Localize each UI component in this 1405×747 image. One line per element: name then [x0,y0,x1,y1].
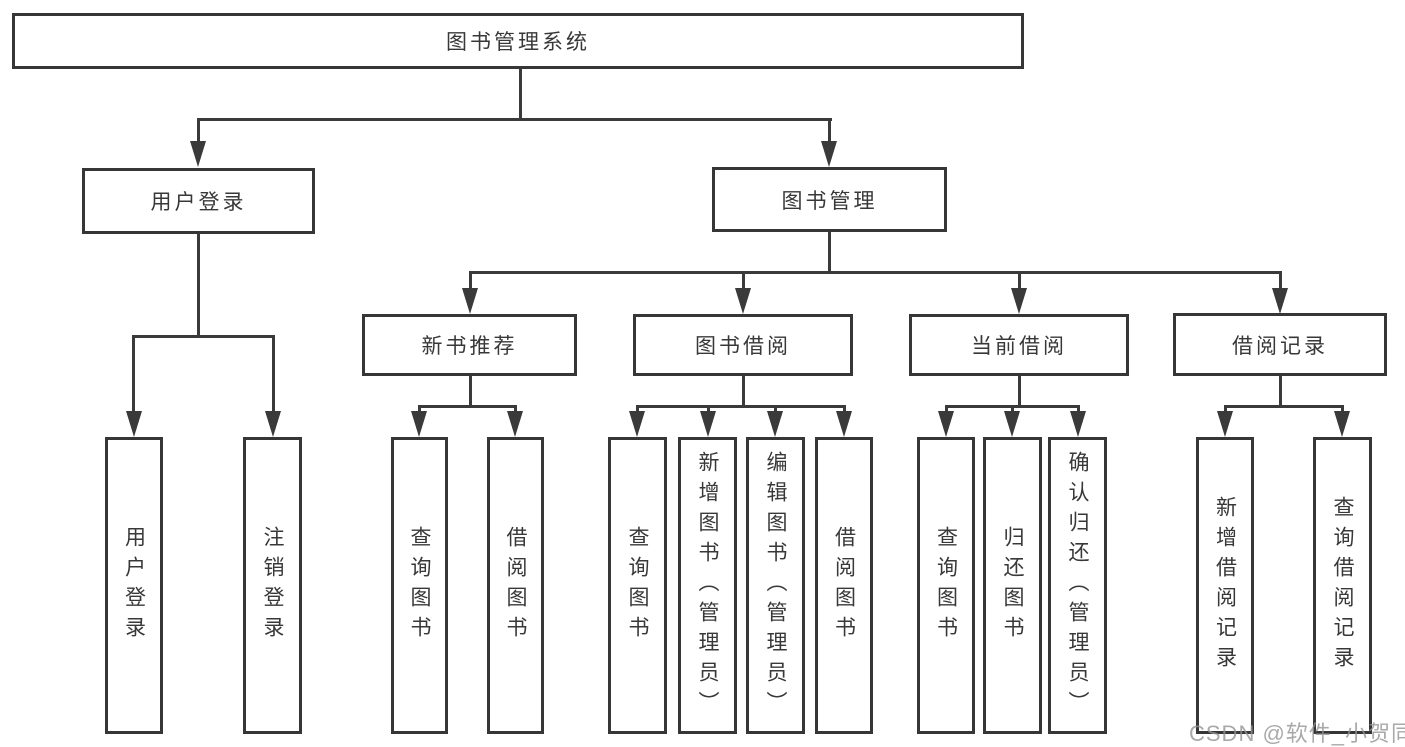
node-leaf-query-books-current-label: 查询图书 [934,525,958,646]
connector-book-mgmt-trunk [828,232,831,273]
connector-trunk [742,376,745,406]
arrowhead-down-icon [411,411,427,437]
node-current-borrow-label: 当前借阅 [971,335,1067,358]
connector-stem [1341,405,1344,414]
arrowhead-down-icon [1004,411,1020,437]
arrowhead-down-icon [1334,411,1350,437]
connector-user-login-trunk [197,234,200,336]
arrowhead-down-icon [1070,411,1086,437]
node-user-login-label: 用户登录 [150,191,247,214]
connector-root-trunk [519,69,522,119]
connector-user-login-bar [133,335,274,338]
node-borrow-record-label: 借阅记录 [1232,334,1328,358]
node-leaf-query-books-current: 查询图书 [917,437,975,734]
connector-book-mgmt-bar [469,271,1282,274]
arrowhead-down-icon [265,411,281,437]
connector-stem [418,405,421,414]
node-leaf-confirm-return-admin: 确认归还（管理员） [1048,437,1107,734]
node-root-system-label: 图书管理系统 [446,31,590,54]
connector-bar [1224,405,1344,408]
node-book-management-label: 图书管理 [781,189,878,213]
node-leaf-query-books-borrow-label: 查询图书 [626,525,650,646]
arrowhead-down-icon [1217,411,1233,437]
node-current-borrow: 当前借阅 [909,314,1129,376]
node-leaf-query-books-recommend: 查询图书 [391,437,448,734]
connector-stem [1018,271,1021,291]
node-leaf-logout: 注销登录 [243,437,302,734]
node-borrow-record: 借阅记录 [1173,313,1387,376]
node-leaf-query-books-recommend-label: 查询图书 [408,525,432,646]
arrowhead-down-icon [735,288,751,314]
node-book-borrow-label: 图书借阅 [695,335,791,358]
arrowhead-down-icon [700,411,716,437]
connector-trunk [469,376,472,406]
connector-stem [1077,405,1080,414]
arrowhead-down-icon [938,411,954,437]
arrowhead-down-icon [629,411,645,437]
arrowhead-down-icon [1011,288,1027,314]
node-leaf-return-books-label: 归还图书 [1001,525,1025,646]
arrowhead-down-icon [190,141,206,167]
node-leaf-add-borrow-record: 新增借阅记录 [1196,437,1254,734]
connector-stem [1279,271,1282,291]
node-leaf-borrow-books-recommend: 借阅图书 [487,437,544,734]
node-root-system: 图书管理系统 [12,13,1024,69]
arrowhead-down-icon [767,411,783,437]
csdn-watermark: CSDN @软件_小贺同学 [1189,721,1405,746]
node-new-book-recommend: 新书推荐 [362,314,577,376]
connector-stem [132,335,135,415]
node-book-management: 图书管理 [712,167,947,232]
node-leaf-user-login: 用户登录 [105,437,163,734]
arrowhead-down-icon [1272,288,1288,314]
node-leaf-borrow-books: 借阅图书 [815,437,873,734]
connector-stem [707,405,710,414]
node-leaf-query-books-borrow: 查询图书 [608,437,667,734]
arrowhead-down-icon [836,411,852,437]
connector-root-bar [197,118,832,121]
node-leaf-confirm-return-admin-label: 确认归还（管理员） [1066,450,1090,721]
connector-stem [469,271,472,291]
arrowhead-down-icon [126,411,142,437]
node-leaf-query-borrow-record-label: 查询借阅记录 [1331,495,1355,676]
connector-stem [843,405,846,414]
node-leaf-add-books-admin: 新增图书（管理员） [678,437,737,734]
node-leaf-logout-label: 注销登录 [261,525,285,646]
connector-stem [774,405,777,414]
node-leaf-borrow-books-label: 借阅图书 [832,525,856,646]
connector-bar [418,405,517,408]
connector-trunk [1018,376,1021,406]
node-leaf-return-books: 归还图书 [983,437,1042,734]
connector-stem [945,405,948,414]
connector-stem [1011,405,1014,414]
node-new-book-recommend-label: 新书推荐 [421,335,518,358]
connector-stem [272,335,275,415]
arrowhead-down-icon [462,288,478,314]
connector-trunk [1279,376,1282,406]
connector-stem [636,405,639,414]
connector-stem [197,118,200,146]
node-leaf-add-books-admin-label: 新增图书（管理员） [696,450,720,721]
arrowhead-down-icon [821,141,837,167]
node-user-login: 用户登录 [82,168,315,234]
node-leaf-borrow-books-recommend-label: 借阅图书 [504,525,528,646]
connector-stem [828,118,831,146]
node-leaf-edit-books-admin: 编辑图书（管理员） [746,437,805,734]
connector-stem [742,271,745,291]
node-book-borrow: 图书借阅 [633,314,853,376]
connector-bar [636,405,846,408]
node-leaf-edit-books-admin-label: 编辑图书（管理员） [764,450,788,721]
connector-stem [1224,405,1227,414]
node-leaf-query-borrow-record: 查询借阅记录 [1313,437,1372,734]
node-leaf-add-borrow-record-label: 新增借阅记录 [1213,495,1237,676]
connector-stem [514,405,517,414]
arrowhead-down-icon [507,411,523,437]
node-leaf-user-login-label: 用户登录 [122,525,146,646]
